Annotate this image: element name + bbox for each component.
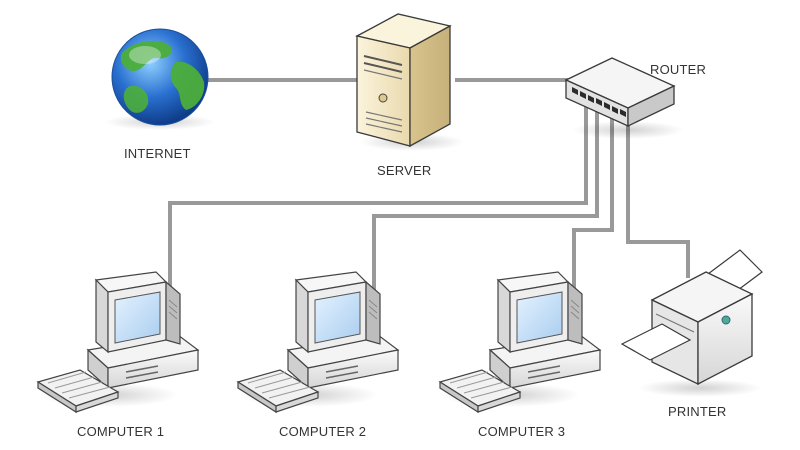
printer-icon — [620, 249, 763, 397]
computer-3-icon — [439, 271, 601, 413]
computer-2-label: COMPUTER 2 — [279, 424, 367, 439]
internet-icon — [105, 28, 215, 130]
computer-2-icon — [237, 271, 399, 413]
internet-label: INTERNET — [124, 146, 191, 161]
computer-1-icon — [37, 271, 199, 413]
computer-3-label: COMPUTER 3 — [478, 424, 566, 439]
cable-router-computer3 — [572, 114, 614, 320]
cable-lines — [168, 78, 690, 320]
router-label: ROUTER — [650, 62, 707, 77]
cable-router-computer2 — [372, 110, 599, 320]
computer-1-label: COMPUTER 1 — [77, 424, 165, 439]
server-label: SERVER — [377, 163, 432, 178]
cable-router-printer — [626, 118, 690, 278]
server-icon — [355, 13, 464, 151]
cable-router-computer1 — [168, 106, 588, 304]
router-icon — [564, 57, 684, 139]
printer-label: PRINTER — [668, 404, 727, 419]
